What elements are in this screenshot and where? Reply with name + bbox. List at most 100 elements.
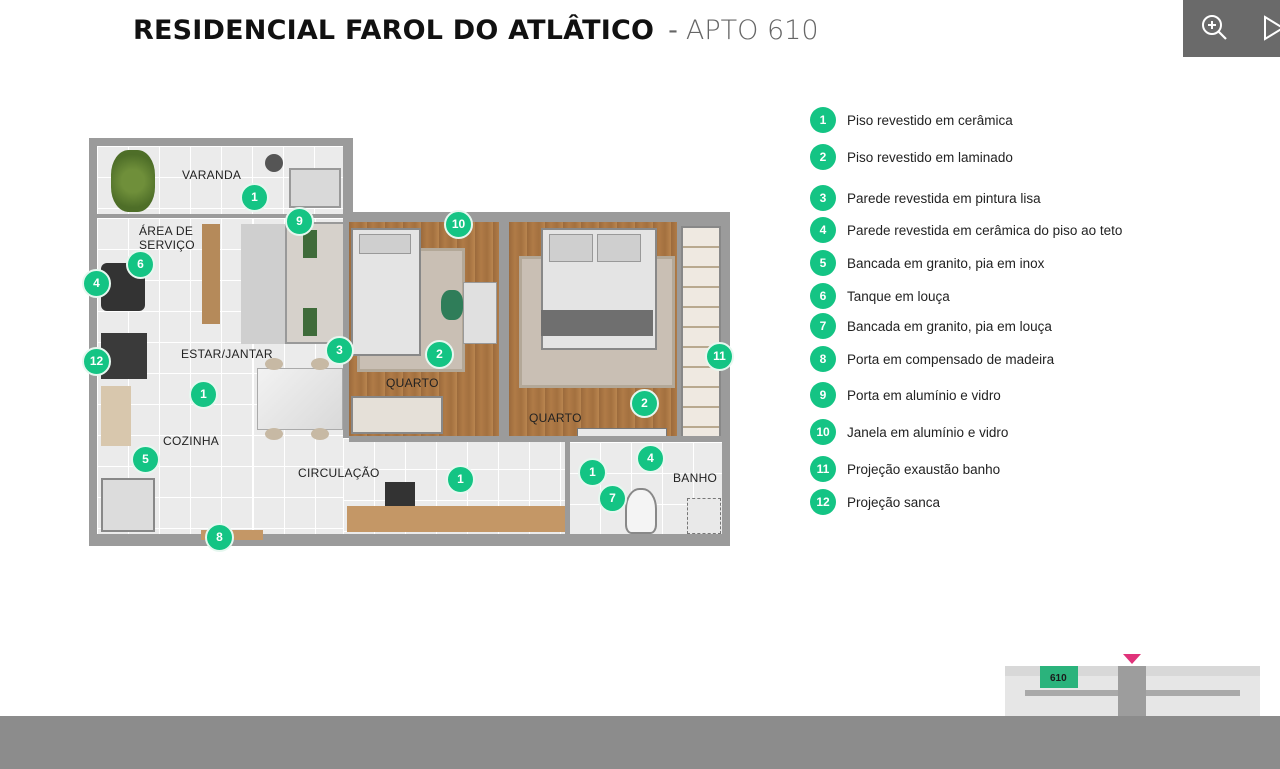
legend-text: Parede revestida em cerâmica do piso ao … [847, 222, 1123, 238]
wardrobe-quarto-1 [351, 396, 443, 434]
marker-5[interactable]: 5 [131, 445, 160, 474]
marker-1[interactable]: 1 [240, 183, 269, 212]
label-area-servico-2: SERVIÇO [139, 238, 195, 252]
legend-item: 12 Projeção sanca [810, 488, 940, 516]
play-icon[interactable] [1257, 10, 1280, 46]
circulation-desk [347, 506, 567, 532]
legend-text: Porta em alumínio e vidro [847, 387, 1001, 403]
sideboard [202, 224, 220, 324]
legend-number: 3 [810, 185, 836, 211]
cushion [303, 230, 317, 258]
marker-2[interactable]: 2 [630, 389, 659, 418]
legend-text: Piso revestido em laminado [847, 149, 1013, 165]
legend-number: 6 [810, 283, 836, 309]
kitchen-counter [101, 386, 131, 446]
chair [265, 428, 283, 440]
pillow [597, 234, 641, 262]
floor-plan: VARANDA ÁREA DE SERVIÇO ESTAR/JANTAR COZ… [82, 138, 734, 552]
office-chair [385, 482, 415, 506]
footer-bar [0, 716, 1280, 769]
inner-wall [501, 222, 507, 436]
legend-item: 5 Bancada em granito, pia em inox [810, 249, 1044, 277]
unit-label: 610 [1050, 673, 1067, 684]
shower [687, 498, 721, 534]
play-icon-graphic [1264, 15, 1280, 41]
label-banho: BANHO [673, 471, 718, 485]
label-quarto-1: QUARTO [386, 376, 439, 390]
label-varanda: VARANDA [182, 168, 242, 182]
marker-1[interactable]: 1 [446, 465, 475, 494]
marker-12[interactable]: 12 [82, 347, 111, 376]
building-name: RESIDENCIAL FAROL DO ATLÂTICO [133, 15, 655, 46]
legend-item: 8 Porta em compensado de madeira [810, 345, 1054, 373]
label-area-servico: ÁREA DE [139, 224, 194, 238]
label-quarto-2: QUARTO [529, 411, 582, 425]
page-title: RESIDENCIAL FAROL DO ATLÂTICO - APTO 610 [133, 15, 819, 55]
legend-text: Bancada em granito, pia em inox [847, 255, 1045, 271]
armchair [289, 168, 341, 208]
marker-1[interactable]: 1 [189, 380, 218, 409]
marker-10[interactable]: 10 [444, 210, 473, 239]
pillow [549, 234, 593, 262]
chair [265, 358, 283, 370]
legend-text: Janela em alumínio e vidro [847, 424, 1009, 440]
legend-item: 4 Parede revestida em cerâmica do piso ao… [810, 216, 1122, 244]
legend-text: Projeção sanca [847, 494, 941, 510]
legend-number: 2 [810, 144, 836, 170]
label-estar-jantar: ESTAR/JANTAR [181, 347, 273, 361]
legend-item: 3 Parede revestida em pintura lisa [810, 184, 1041, 212]
desk-chair [441, 290, 463, 320]
pillow [359, 234, 411, 254]
zoom-in-icon-graphic [1202, 15, 1227, 40]
legend-item: 6 Tanque em louça [810, 282, 950, 310]
refrigerator [101, 478, 155, 532]
marker-6[interactable]: 6 [126, 250, 155, 279]
marker-8[interactable]: 8 [205, 523, 234, 552]
legend-item: 1 Piso revestido em cerâmica [810, 106, 1013, 134]
legend-text: Projeção exaustão banho [847, 461, 1001, 477]
legend-text: Piso revestido em cerâmica [847, 112, 1013, 128]
legend-number: 5 [810, 250, 836, 276]
legend-item: 7 Bancada em granito, pia em louça [810, 312, 1052, 340]
marker-1[interactable]: 1 [578, 458, 607, 487]
marker-9[interactable]: 9 [285, 207, 314, 236]
inner-wall [565, 442, 570, 534]
side-table [265, 154, 283, 172]
marker-3[interactable]: 3 [325, 336, 354, 365]
chair [311, 358, 329, 370]
marker-4[interactable]: 4 [82, 269, 111, 298]
viewer-toolbar [1183, 0, 1280, 57]
legend-item: 2 Piso revestido em laminado [810, 143, 1013, 171]
legend-text: Bancada em granito, pia em louça [847, 318, 1052, 334]
zoom-in-icon[interactable] [1197, 10, 1233, 46]
marker-7[interactable]: 7 [598, 484, 627, 513]
toilet [625, 488, 657, 534]
label-cozinha: COZINHA [163, 434, 220, 448]
marker-2[interactable]: 2 [425, 340, 454, 369]
marker-11[interactable]: 11 [705, 342, 734, 371]
legend-number: 12 [810, 489, 836, 515]
inner-wall [343, 218, 349, 438]
rug-living [241, 224, 291, 344]
legend-number: 1 [810, 107, 836, 133]
chair [311, 428, 329, 440]
legend-number: 11 [810, 456, 836, 482]
plant-decoration [111, 150, 155, 212]
legend-item: 11 Projeção exaustão banho [810, 455, 1000, 483]
wardrobe-quarto-2 [681, 226, 721, 440]
legend-number: 7 [810, 313, 836, 339]
building-minimap[interactable]: 610 [1005, 652, 1260, 722]
label-circulacao: CIRCULAÇÃO [298, 466, 380, 480]
marker-4[interactable]: 4 [636, 444, 665, 473]
title-separator: - [668, 15, 678, 46]
cushion [303, 308, 317, 336]
legend-number: 8 [810, 346, 836, 372]
dining-table [257, 368, 343, 430]
legend-text: Parede revestida em pintura lisa [847, 190, 1041, 206]
minimap-graphic [1005, 654, 1260, 722]
legend-text: Porta em compensado de madeira [847, 351, 1055, 367]
legend-number: 4 [810, 217, 836, 243]
legend-text: Tanque em louça [847, 288, 950, 304]
